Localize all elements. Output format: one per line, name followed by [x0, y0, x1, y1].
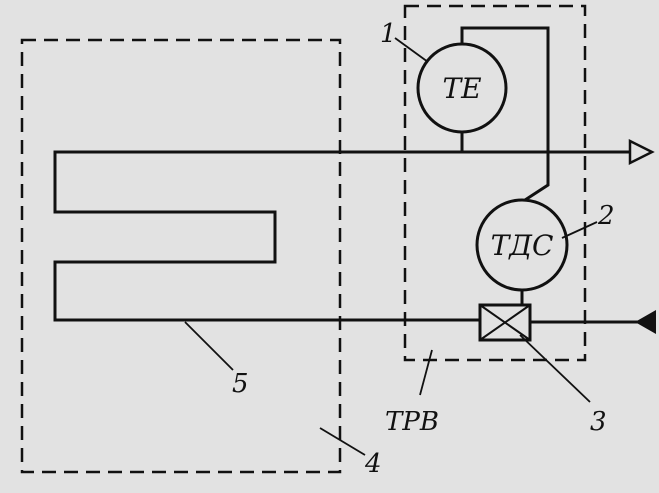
outlet-arrow-icon [628, 138, 655, 166]
callout-4: 4 [364, 449, 382, 479]
leader-1 [394, 37, 429, 63]
callout-3: 3 [590, 407, 607, 437]
leader-4 [319, 427, 366, 456]
valve-cross-icon [479, 304, 531, 341]
capillary-tube [460, 26, 550, 202]
leader-2 [561, 221, 598, 239]
trv-label: ТРВ [385, 407, 439, 437]
leader-trv [419, 349, 433, 396]
valve-assembly-boundary [403, 4, 587, 362]
evaporator-coil [53, 150, 630, 322]
callout-2: 2 [597, 201, 615, 231]
valve [478, 303, 532, 342]
actuator-label: ТДС [491, 229, 554, 262]
callout-1: 1 [380, 19, 397, 49]
inlet-arrow-icon [635, 310, 656, 334]
leader-5 [184, 321, 234, 371]
callout-5: 5 [232, 369, 249, 399]
sensor-label: ТЕ [442, 72, 481, 105]
evaporator-boundary [20, 38, 342, 474]
leader-3 [519, 334, 591, 403]
